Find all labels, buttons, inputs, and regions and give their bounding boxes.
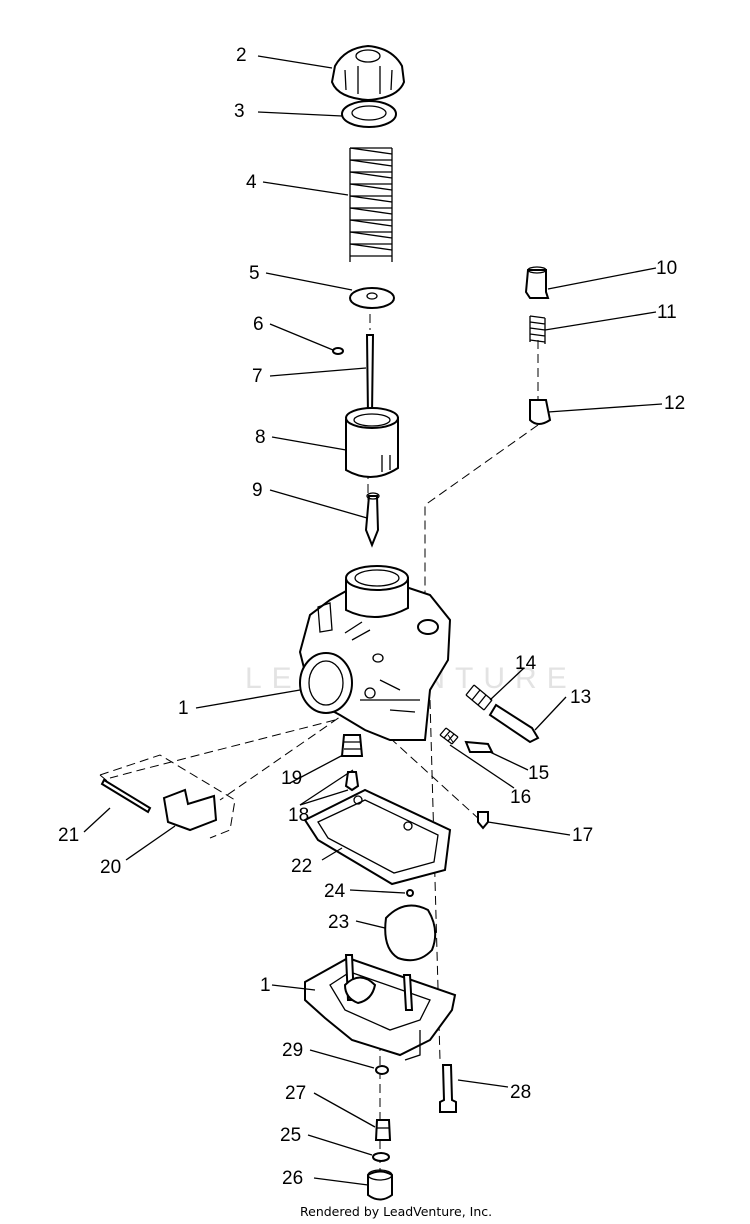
callout-7: 7 — [252, 366, 263, 387]
float-part-23 — [384, 904, 437, 962]
plug-part-17 — [477, 811, 489, 830]
float-bowl-part-1 — [304, 954, 457, 1061]
callout-11: 11 — [657, 302, 677, 323]
spring-part-16 — [439, 727, 459, 745]
callout-10: 10 — [656, 258, 677, 279]
spring-part-14 — [465, 684, 493, 711]
callout-13: 13 — [570, 687, 591, 708]
jet-part-18 — [344, 771, 360, 792]
callout-9: 9 — [252, 480, 263, 501]
callout-5: 5 — [249, 263, 260, 284]
callout-14: 14 — [515, 653, 537, 674]
screw-part-13 — [488, 703, 540, 744]
drain-plug-part-26 — [367, 1169, 393, 1201]
callout-3: 3 — [234, 101, 245, 122]
callout-12: 12 — [664, 393, 685, 414]
callout-25: 25 — [280, 1125, 301, 1146]
footer-credit: Rendered by LeadVenture, Inc. — [300, 1204, 492, 1219]
gasket-part-22 — [303, 788, 452, 886]
jet-part-19 — [340, 734, 364, 757]
callout-4: 4 — [246, 172, 257, 193]
pin-part-21 — [100, 778, 152, 814]
screw-part-15 — [464, 740, 494, 753]
callout-29: 29 — [282, 1040, 303, 1061]
clip-part-6 — [332, 347, 344, 355]
callout-24: 24 — [324, 881, 346, 902]
washer-part-29 — [375, 1065, 389, 1075]
plug-part-12 — [529, 399, 552, 425]
callout-22: 22 — [291, 856, 312, 877]
callout-labels: 2 3 4 5 6 7 8 9 10 11 12 1 14 13 15 16 1… — [58, 45, 685, 1189]
callout-1-body: 1 — [178, 698, 189, 719]
callout-17: 17 — [572, 825, 593, 846]
callout-8: 8 — [255, 427, 266, 448]
callout-16: 16 — [510, 787, 531, 808]
callout-6: 6 — [253, 314, 264, 335]
slide-part-8 — [345, 407, 399, 478]
retainer-part-5 — [349, 287, 395, 309]
ball-part-24 — [406, 889, 414, 897]
callout-27: 27 — [285, 1083, 306, 1104]
callout-18: 18 — [288, 805, 309, 826]
needle-jet-part-9 — [364, 492, 380, 548]
spring-part-4 — [349, 147, 393, 262]
callout-26: 26 — [282, 1168, 303, 1189]
spring-part-11 — [529, 315, 546, 344]
callout-21: 21 — [58, 825, 79, 846]
callout-28: 28 — [510, 1082, 531, 1103]
callout-2: 2 — [236, 45, 247, 66]
jet-part-27 — [374, 1119, 392, 1141]
carburetor-body-part-1 — [298, 565, 452, 741]
callout-23: 23 — [328, 912, 349, 933]
bolt-part-28 — [439, 1064, 457, 1113]
callout-20: 20 — [100, 857, 121, 878]
leader-lines — [83, 55, 663, 1186]
callout-15: 15 — [528, 763, 549, 784]
washer-part-3 — [341, 100, 397, 128]
screw-part-10 — [524, 266, 550, 299]
cap-part-2 — [330, 44, 406, 102]
ring-part-25 — [372, 1152, 390, 1162]
float-arm-part-20 — [162, 788, 218, 832]
callout-19: 19 — [281, 768, 302, 789]
callout-1-bowl: 1 — [260, 975, 271, 996]
